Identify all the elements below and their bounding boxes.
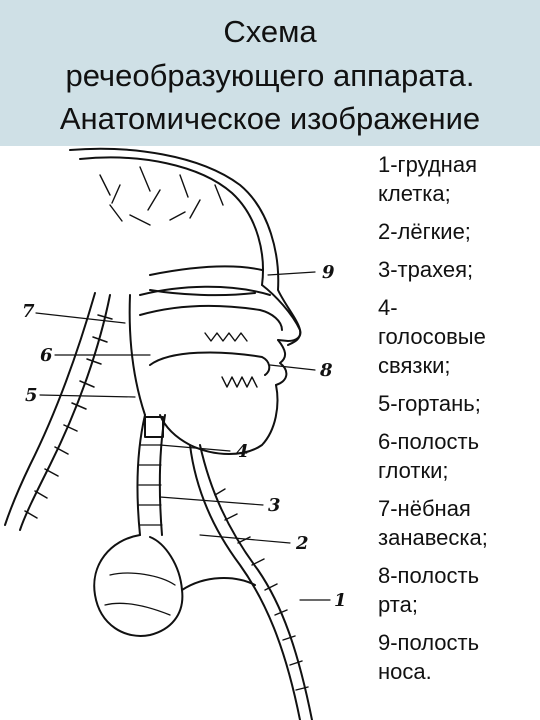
legend-item: 8-полость рта; [378,561,538,619]
diaphragm [181,577,256,591]
lips [275,339,288,386]
legend-item-line: 9-полость [378,630,480,655]
chest-wall-outer [199,444,313,720]
legend: 1-грудная клетка; 2-лёгкие; 3-трахея; 4- голо… [378,150,538,695]
figure-label-2: 2 [295,533,309,554]
legend-item: 3-трахея; [378,255,538,284]
legend-item-line: 4- [378,295,398,320]
figure-label-4: 4 [236,441,249,462]
teeth-lower [221,376,258,388]
pharynx-back [128,294,146,416]
nasal-cavity [139,265,271,297]
figure-label-1: 1 [334,590,347,611]
legend-item-line: клетка; [378,181,451,206]
figure-label-5: 5 [25,385,38,406]
title-line-3: Анатомическое изображение [59,101,481,136]
legend-item: 9-полость носа. [378,628,538,686]
vocal-cords [144,416,164,438]
legend-item-line: связки; [378,353,451,378]
title-band [0,0,540,146]
legend-item: 2-лёгкие; [378,217,538,246]
front-neck [189,444,301,720]
title-line-1: Схема [223,14,317,49]
legend-item: 5-гортань; [378,389,538,418]
rib-lines [214,488,309,691]
lung [93,534,184,637]
figure-label-9: 9 [322,262,335,283]
legend-item: 6-полость глотки; [378,427,538,485]
legend-item-line: 7-нёбная [378,496,471,521]
spine-front [19,294,111,531]
legend-item-line: 6-полость [378,429,480,454]
figure-label-8: 8 [319,360,333,381]
legend-item-line: 3-трахея; [378,257,474,282]
teeth-upper [204,332,248,342]
title-line-2: речеобразующего аппарата. [65,58,475,93]
legend-item-line: рта; [378,592,418,617]
lung-lobes [104,572,176,616]
legend-item: 4- голосовые связки; [378,293,538,380]
tongue [149,351,271,376]
figure-label-3: 3 [268,495,281,516]
figure-label-7: 7 [22,301,35,322]
legend-item-line: глотки; [378,458,449,483]
spine-back [4,292,96,526]
trachea-left [136,414,146,536]
jaw [159,384,279,455]
legend-item-line: 1-грудная [378,152,477,177]
legend-item-line: голосовые [378,324,486,349]
legend-item-line: 8-полость [378,563,480,588]
legend-item: 7-нёбная занавеска; [378,494,538,552]
anatomy-diagram: 9 7 6 5 8 4 3 2 1 [4,147,347,720]
vertebrae [24,314,113,519]
legend-item-line: 5-гортань; [378,391,481,416]
trachea-rings [138,444,163,526]
legend-item-line: 2-лёгкие; [378,219,471,244]
legend-item: 1-грудная клетка; [378,150,538,208]
skull-inner [79,156,264,286]
palate [139,304,283,331]
figure-label-6: 6 [40,345,53,366]
nose-outline [261,284,302,342]
brain-folds [99,166,224,226]
legend-item-line: занавеска; [378,525,488,550]
legend-item-line: носа. [378,659,432,684]
